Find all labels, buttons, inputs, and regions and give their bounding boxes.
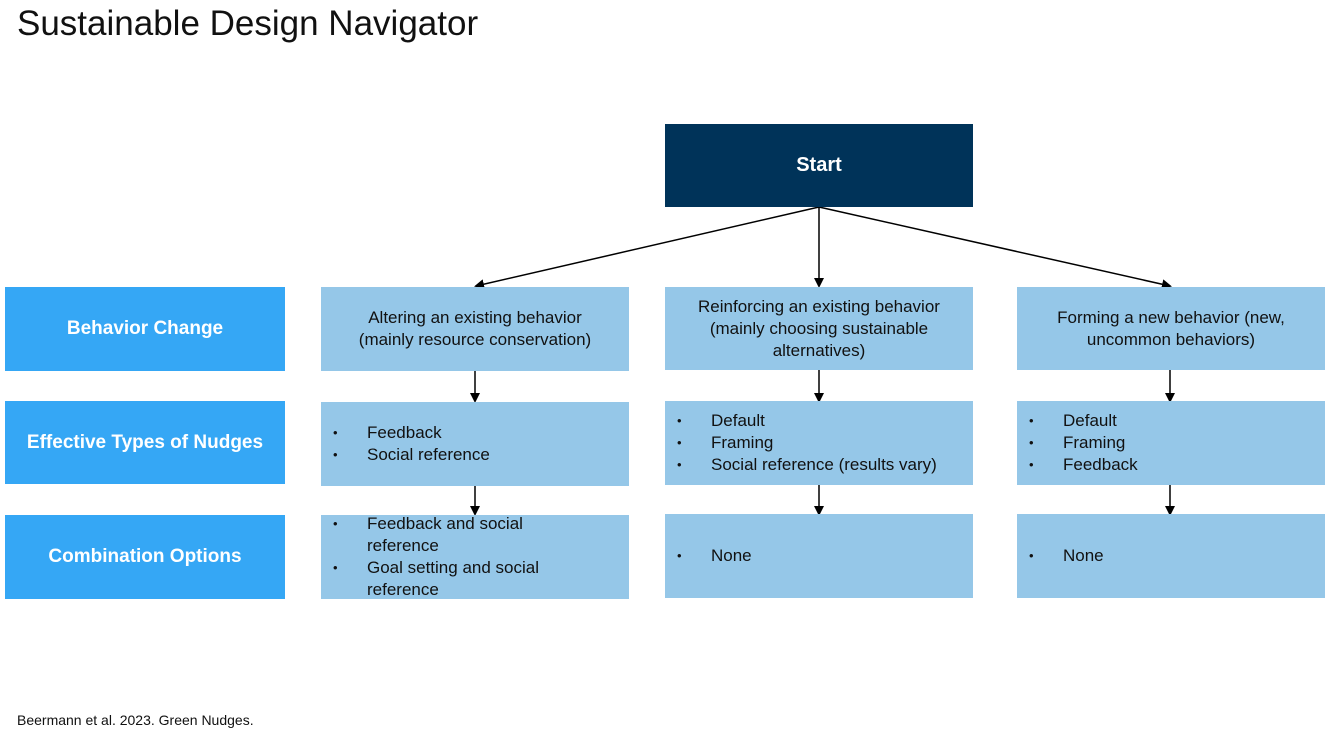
combos-cell-reinforcing: None <box>665 514 973 598</box>
behavior-cell-altering: Altering an existing behavior (mainly re… <box>321 287 629 371</box>
arrow-start-to-altering <box>474 206 820 290</box>
behavior-cell-reinforcing: Reinforcing an existing behavior (mainly… <box>665 287 973 370</box>
list-item: Social reference (results vary) <box>677 454 973 476</box>
list-item: Default <box>677 410 973 432</box>
behavior-text: Reinforcing an existing behavior (mainly… <box>698 296 940 360</box>
behavior-text: Altering an existing behavior (mainly re… <box>358 308 592 349</box>
list-item: Feedback <box>1029 454 1325 476</box>
list-item: Framing <box>677 432 973 454</box>
list-item: Feedback and social reference <box>333 513 629 557</box>
nudges-cell-forming: Default Framing Feedback <box>1017 401 1325 485</box>
row-label-nudges: Effective Types of Nudges <box>5 401 285 484</box>
list-item: Default <box>1029 410 1325 432</box>
list-item: Feedback <box>333 422 629 444</box>
citation: Beermann et al. 2023. Green Nudges. <box>17 712 254 728</box>
combos-cell-forming: None <box>1017 514 1325 598</box>
list-item: None <box>1029 545 1325 567</box>
nudges-cell-altering: Feedback Social reference <box>321 402 629 486</box>
page-title: Sustainable Design Navigator <box>17 4 479 43</box>
combos-cell-altering: Feedback and social reference Goal setti… <box>321 513 629 601</box>
list-item: Framing <box>1029 432 1325 454</box>
list-item: None <box>677 545 973 567</box>
arrow-start-to-forming <box>818 206 1172 290</box>
list-item: Goal setting and social reference <box>333 557 629 601</box>
nudges-cell-reinforcing: Default Framing Social reference (result… <box>665 401 973 485</box>
behavior-cell-forming: Forming a new behavior (new, uncommon be… <box>1017 287 1325 370</box>
list-item: Social reference <box>333 444 629 466</box>
start-node: Start <box>665 124 973 207</box>
row-label-behavior-change: Behavior Change <box>5 287 285 371</box>
row-label-combination: Combination Options <box>5 515 285 599</box>
behavior-text: Forming a new behavior (new, uncommon be… <box>1057 307 1285 349</box>
